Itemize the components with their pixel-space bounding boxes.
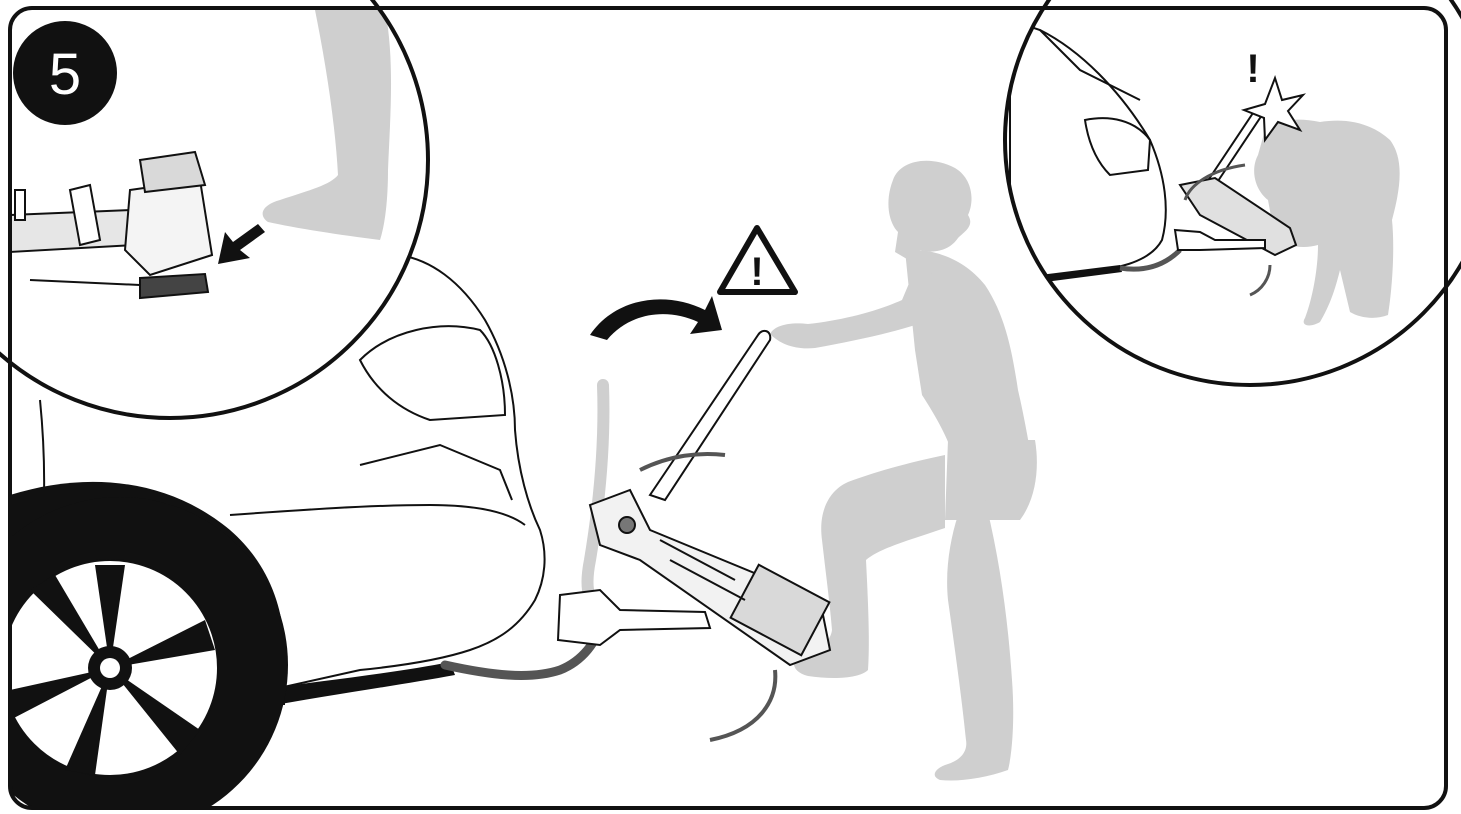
number-5-circle-icon: 5 <box>13 21 117 125</box>
warning-mark: ! <box>750 250 763 294</box>
swing-arc-lower <box>710 670 775 740</box>
impact-mark: ! <box>1246 47 1259 91</box>
step-number: 5 <box>49 42 81 107</box>
curved-arrow-icon <box>590 296 722 340</box>
motion-trail <box>588 385 604 602</box>
warning-triangle-icon: ! <box>720 228 795 294</box>
right-inset: ! <box>1000 0 1461 440</box>
person-silhouette <box>770 161 1037 781</box>
